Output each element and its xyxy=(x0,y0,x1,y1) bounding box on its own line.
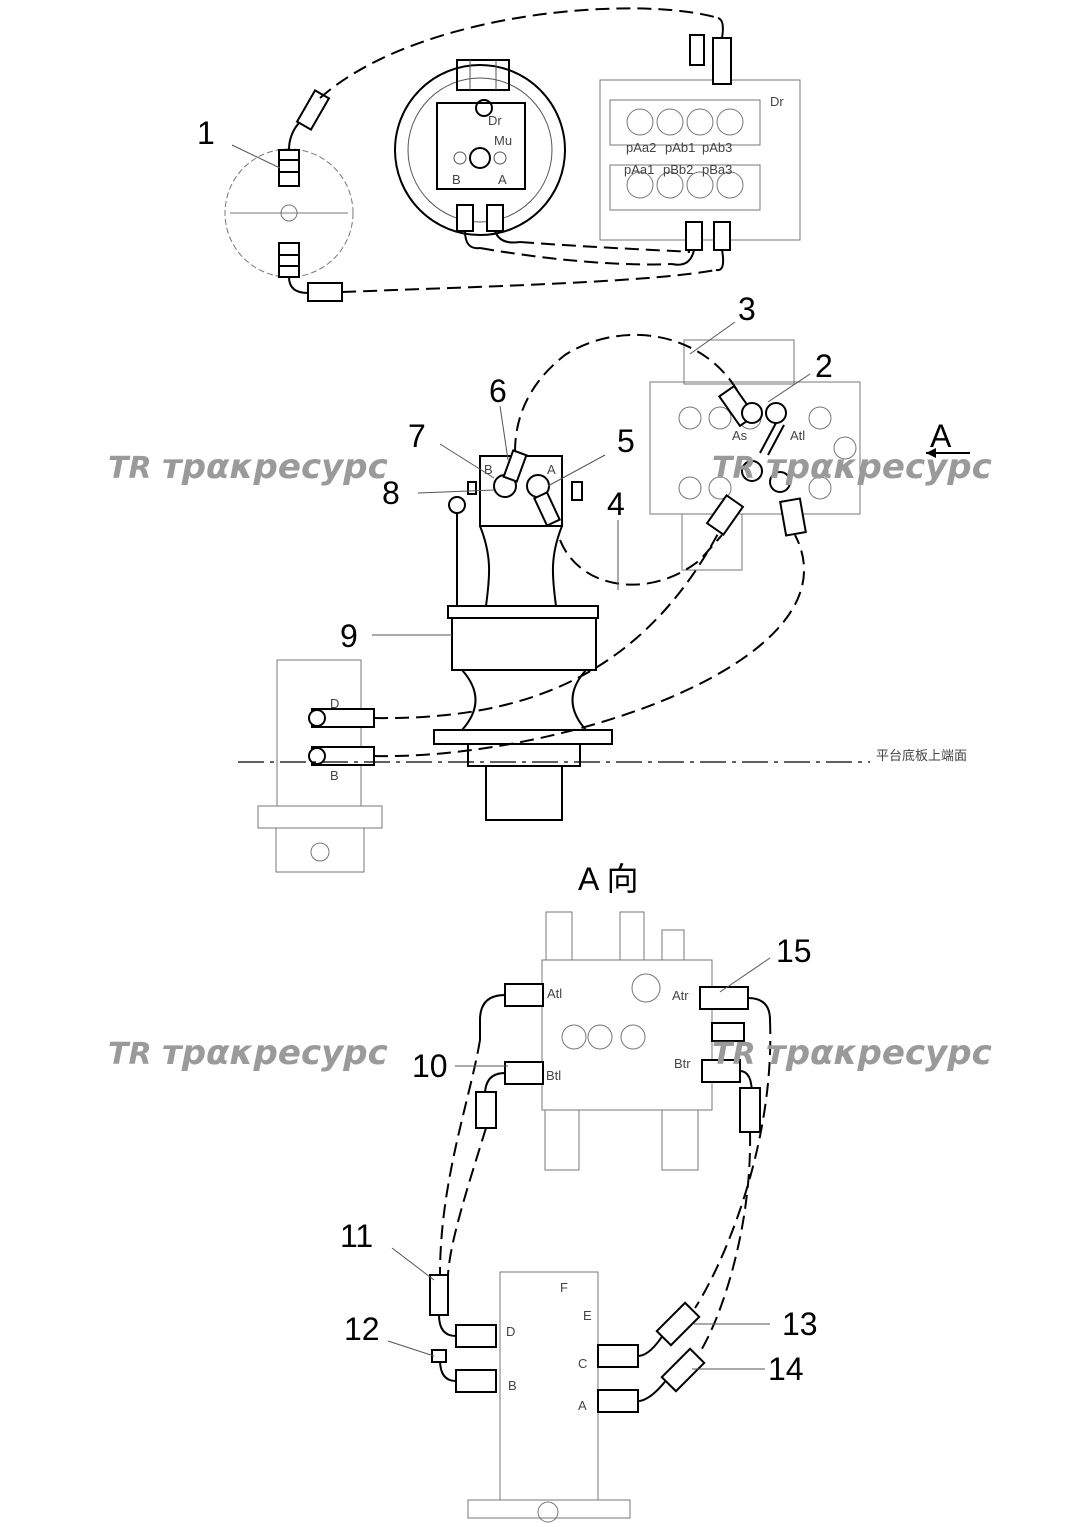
view-marker-a: A xyxy=(930,418,952,454)
callout-7: 7 xyxy=(408,418,426,454)
callout-3: 3 xyxy=(738,291,756,327)
top-section: Dr Mu B A Dr pAa2 pAb1 pAb3 pAa1 pBb2 pB… xyxy=(197,7,801,302)
jointA-port-a: A xyxy=(578,1398,587,1413)
watermark-4: TR трακресурс xyxy=(712,1033,992,1073)
valve-port-pbb2: pBb2 xyxy=(663,162,693,177)
callout-11: 11 xyxy=(340,1218,373,1254)
watermark-2: TR трακресурс xyxy=(712,447,992,487)
callout-9: 9 xyxy=(340,618,358,654)
callout-10: 10 xyxy=(412,1048,448,1084)
valve-port-pab1: pAb1 xyxy=(665,140,695,155)
callout-8: 8 xyxy=(382,475,400,511)
valveA-port-btl: Btl xyxy=(546,1068,561,1083)
callout-4: 4 xyxy=(607,486,625,522)
bottom-section: A 向 Atl Atr Btl Btr F E D C xyxy=(340,861,818,1523)
motor-port-mu: Mu xyxy=(494,133,512,148)
callout-14: 14 xyxy=(768,1351,804,1387)
watermark-text: трακресурс xyxy=(162,1033,388,1073)
joint-mid-port-d: D xyxy=(330,696,339,711)
callout-1: 1 xyxy=(197,115,215,151)
valve-port-pba3: pBa3 xyxy=(702,162,732,177)
view-title: A 向 xyxy=(578,861,638,897)
valve-port-paa2: pAa2 xyxy=(626,140,656,155)
valve-port-as: As xyxy=(732,428,748,443)
watermark-3: TR трακресурс xyxy=(108,1033,388,1073)
jointA-port-f: F xyxy=(560,1280,568,1295)
callout-5: 5 xyxy=(617,423,635,459)
valveA-port-btr: Btr xyxy=(674,1056,691,1071)
watermark-logo: TR xyxy=(108,451,152,486)
valve-spools-top xyxy=(609,99,761,211)
callout-13: 13 xyxy=(782,1306,818,1342)
joint-mid-port-b: B xyxy=(330,768,339,783)
platform-note: 平台底板上端面 xyxy=(876,748,967,763)
motor-mid-port-a: A xyxy=(547,462,556,477)
valve-port-pab3: pAb3 xyxy=(702,140,732,155)
watermark-text: трακресурс xyxy=(162,447,388,487)
jointA-port-b: B xyxy=(508,1378,517,1393)
valveA-port-atl: Atl xyxy=(547,986,562,1001)
callout-6: 6 xyxy=(489,373,507,409)
valve-port-dr: Dr xyxy=(770,94,784,109)
jointA-port-d: D xyxy=(506,1324,515,1339)
watermark-1: TR трακресурс xyxy=(108,447,388,487)
motor-port-b: B xyxy=(452,172,461,187)
watermark-logo: TR xyxy=(712,451,756,486)
valve-port-atl: Atl xyxy=(790,428,805,443)
watermark-text: трακресурс xyxy=(766,1033,992,1073)
jointA-port-e: E xyxy=(583,1308,592,1323)
callout-12: 12 xyxy=(344,1311,380,1347)
callout-15: 15 xyxy=(776,933,812,969)
motor-mid-port-b: B xyxy=(484,462,493,477)
watermark-text: трακресурс xyxy=(766,447,992,487)
callout-2: 2 xyxy=(815,348,833,384)
valveA-port-atr: Atr xyxy=(672,988,689,1003)
valve-port-paa1: pAa1 xyxy=(624,162,654,177)
watermark-logo: TR xyxy=(712,1037,756,1072)
watermark-logo: TR xyxy=(108,1037,152,1072)
jointA-port-c: C xyxy=(578,1356,587,1371)
motor-port-a: A xyxy=(498,172,507,187)
middle-section: As Atl B A D xyxy=(238,291,970,873)
motor-port-dr: Dr xyxy=(488,113,502,128)
